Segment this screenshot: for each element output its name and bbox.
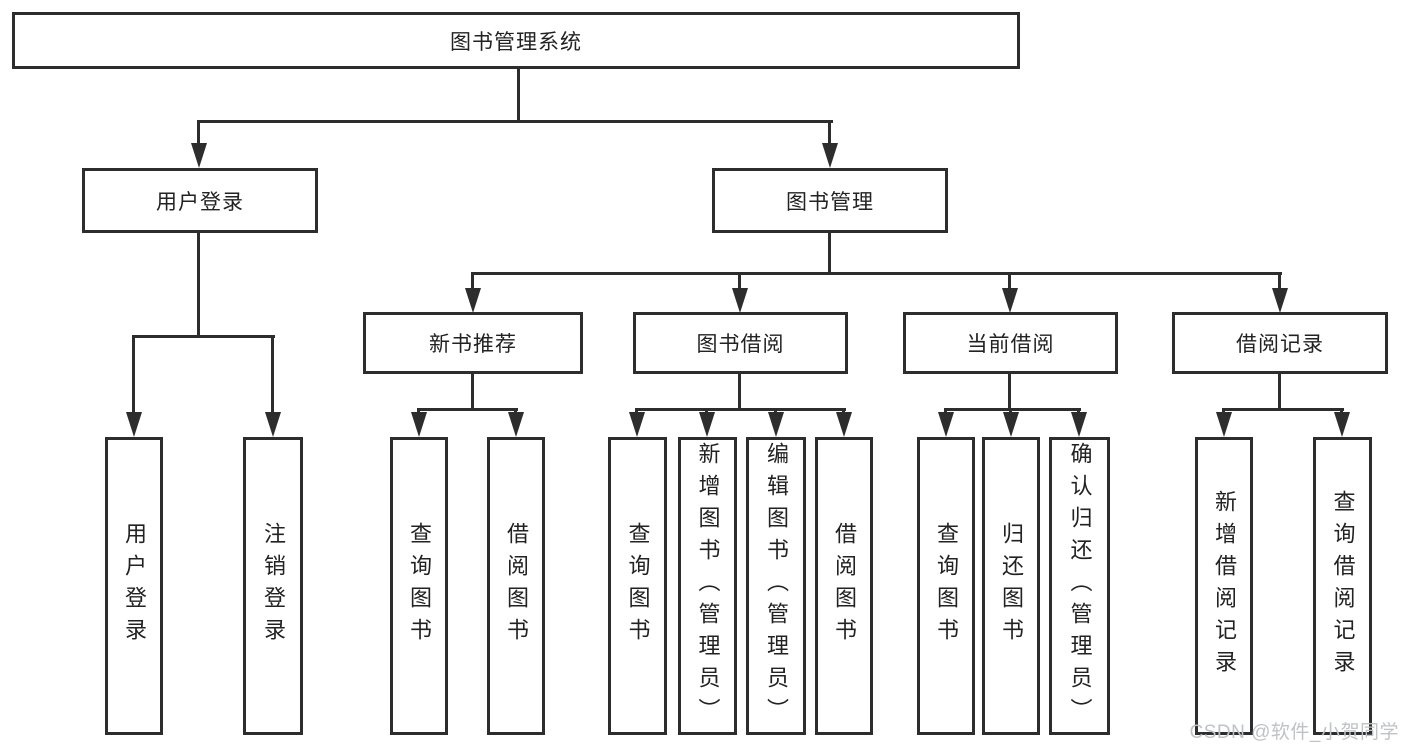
arrow-down-icon — [1002, 288, 1018, 313]
node-borrow-label: 图书借阅 — [696, 333, 785, 356]
node-book-mgmt-label: 图书管理 — [786, 190, 874, 214]
connector-root-branch — [197, 120, 833, 123]
leaf-logout-login: 注销登录 — [243, 437, 303, 735]
leaf-query-books-current: 查询图书 — [917, 437, 975, 735]
leaf-label: 查询图书 — [625, 522, 651, 650]
connector-book-mgmt-stem — [828, 233, 831, 272]
node-book-borrow: 图书借阅 — [633, 312, 848, 374]
connector-root-stem — [517, 69, 520, 120]
leaf-label: 编辑图书（管理员） — [764, 442, 789, 730]
connector-drop-new-book — [471, 272, 474, 288]
connector-drop-record — [1278, 272, 1281, 288]
node-new-book-recommend: 新书推荐 — [363, 312, 583, 374]
connector-drop-leaf — [1009, 408, 1012, 414]
connector-drop-leaf — [774, 408, 777, 414]
leaf-label: 借阅图书 — [504, 522, 529, 650]
connector-borrow-stem — [738, 374, 741, 408]
arrow-down-icon — [1216, 412, 1232, 437]
connector-borrow-branch — [635, 408, 846, 411]
arrow-down-icon — [1071, 412, 1087, 437]
arrow-down-icon — [732, 288, 748, 313]
connector-record-branch — [1222, 408, 1344, 411]
connector-drop-leaf — [132, 335, 135, 412]
node-user-login: 用户登录 — [82, 168, 318, 233]
leaf-label: 查询借阅记录 — [1330, 490, 1356, 682]
connector-drop-leaf — [842, 408, 845, 414]
connector-drop-leaf — [635, 408, 638, 414]
leaf-label: 确认归还（管理员） — [1067, 442, 1093, 730]
leaf-confirm-return-admin: 确认归还（管理员） — [1049, 437, 1110, 735]
arrow-down-icon — [768, 412, 784, 437]
leaf-query-books-recommend: 查询图书 — [390, 437, 448, 735]
arrow-down-icon — [1003, 412, 1019, 437]
connector-drop-leaf — [1077, 408, 1080, 414]
connector-record-stem — [1278, 374, 1281, 408]
connector-drop-leaf — [514, 408, 517, 414]
leaf-user-login: 用户登录 — [105, 437, 163, 735]
leaf-return-books: 归还图书 — [982, 437, 1040, 735]
connector-drop-user-login — [197, 120, 200, 145]
connector-drop-book-mgmt — [828, 120, 831, 145]
node-new-book-label: 新书推荐 — [429, 333, 517, 356]
connector-user-login-stem — [197, 233, 200, 335]
arrow-down-icon — [629, 412, 645, 437]
connector-drop-leaf — [705, 408, 708, 414]
leaf-label: 查询图书 — [934, 522, 959, 650]
node-root: 图书管理系统 — [12, 12, 1020, 69]
arrow-down-icon — [126, 412, 142, 437]
connector-current-stem — [1008, 374, 1011, 408]
leaf-query-borrow-record: 查询借阅记录 — [1313, 437, 1372, 735]
connector-user-login-branch — [132, 335, 275, 338]
arrow-down-icon — [938, 412, 954, 437]
connector-current-branch — [944, 408, 1081, 411]
leaf-add-borrow-record: 新增借阅记录 — [1195, 437, 1253, 735]
leaf-label: 归还图书 — [999, 522, 1024, 650]
leaf-borrow-books: 借阅图书 — [815, 437, 873, 735]
leaf-label: 借阅图书 — [832, 522, 857, 650]
arrow-down-icon — [836, 412, 852, 437]
arrow-down-icon — [822, 143, 838, 168]
node-root-label: 图书管理系统 — [450, 30, 582, 54]
connector-drop-leaf — [417, 408, 420, 414]
arrow-down-icon — [508, 412, 524, 437]
connector-drop-borrow — [738, 272, 741, 288]
leaf-edit-book-admin: 编辑图书（管理员） — [746, 437, 806, 735]
arrow-down-icon — [465, 288, 481, 313]
node-borrow-record: 借阅记录 — [1172, 312, 1388, 374]
leaf-label: 用户登录 — [122, 522, 147, 650]
arrow-down-icon — [265, 412, 281, 437]
arrow-down-icon — [191, 143, 207, 168]
watermark: CSDN @软件_小贺同学 — [1189, 722, 1399, 743]
arrow-down-icon — [411, 412, 427, 437]
leaf-query-books-borrow: 查询图书 — [608, 437, 667, 735]
connector-drop-leaf — [944, 408, 947, 414]
leaf-label: 新增图书（管理员） — [695, 442, 721, 730]
connector-new-book-branch — [417, 408, 518, 411]
arrow-down-icon — [1272, 288, 1288, 313]
connector-drop-current — [1008, 272, 1011, 288]
connector-new-book-stem — [471, 374, 474, 408]
leaf-borrow-books-recommend: 借阅图书 — [487, 437, 545, 735]
node-book-mgmt: 图书管理 — [712, 168, 948, 233]
leaf-add-book-admin: 新增图书（管理员） — [678, 437, 737, 735]
connector-book-mgmt-branch — [471, 272, 1282, 275]
connector-drop-leaf — [1222, 408, 1225, 414]
node-current-label: 当前借阅 — [966, 333, 1055, 356]
arrow-down-icon — [699, 412, 715, 437]
connector-drop-leaf — [1340, 408, 1343, 414]
connector-drop-leaf — [271, 335, 274, 412]
node-record-label: 借阅记录 — [1236, 333, 1324, 356]
leaf-label: 新增借阅记录 — [1212, 490, 1237, 682]
leaf-label: 注销登录 — [261, 522, 286, 650]
node-current-borrow: 当前借阅 — [903, 312, 1118, 374]
leaf-label: 查询图书 — [407, 522, 432, 650]
arrow-down-icon — [1334, 412, 1350, 437]
node-user-login-label: 用户登录 — [156, 190, 244, 214]
